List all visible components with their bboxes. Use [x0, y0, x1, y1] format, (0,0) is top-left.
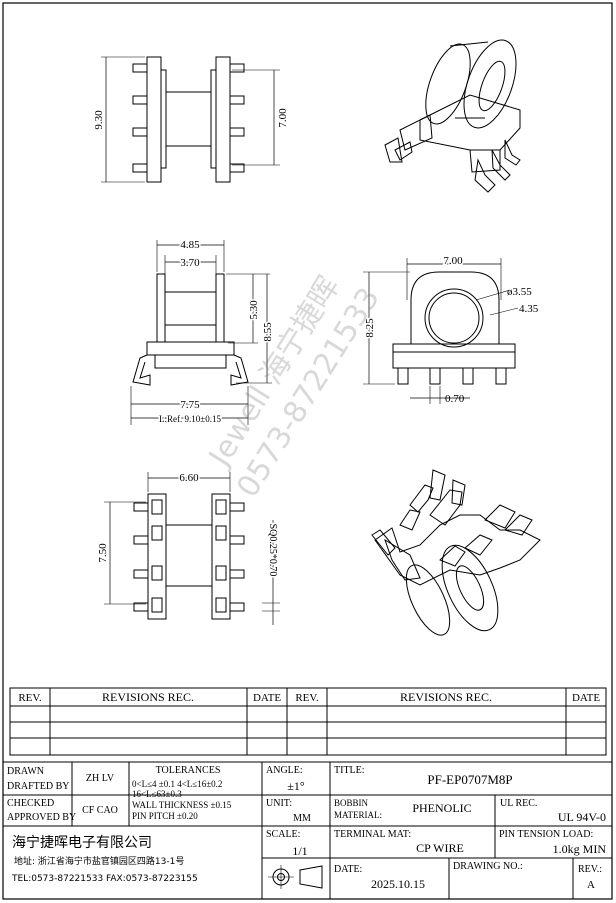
watermark: Jewell 海宁捷晖 0573-87221533 [201, 270, 387, 503]
company-name: 海宁捷晖电子有限公司 [12, 834, 152, 851]
front-view [130, 240, 272, 425]
bobbin-label: BOBBIN [334, 798, 369, 808]
rev-right-rev: REV. [295, 692, 319, 704]
pin-tension-value: 1.0kg MIN [553, 842, 607, 856]
title-label: TITLE: [334, 765, 365, 776]
dim-side-height: 8.25 [364, 318, 376, 338]
drafted-label: DRAFTED BY [7, 781, 70, 792]
title-block [2, 761, 613, 900]
dim-front-ref: L:Ref. 9.10±0.15 [159, 414, 221, 424]
rev-right-date: DATE [572, 692, 600, 704]
dim-bottom-width: 6.60 [179, 472, 199, 484]
isometric-view-bottom [371, 469, 541, 636]
revisions-table [9, 687, 607, 756]
dim-side-pin: 0.70 [445, 393, 465, 405]
scale-label: SCALE: [266, 829, 300, 840]
side-view [363, 258, 519, 404]
dim-front-inner: 3.70 [180, 257, 200, 269]
rev-label: REV.: [578, 864, 602, 875]
dim-front-mid: 5.30 [248, 300, 260, 320]
drafted-by: ZH LV [86, 773, 115, 784]
top-view [101, 56, 280, 183]
date-label: DATE: [334, 864, 362, 875]
scale-value: 1/1 [292, 844, 307, 858]
title-value: PF-EP0707M8P [427, 772, 512, 787]
terminal-value: CP WIRE [416, 841, 464, 855]
unit-value: MM [293, 813, 311, 824]
tolerances-label: TOLERANCES [156, 765, 221, 776]
rev-left-date: DATE [253, 692, 281, 704]
tolerance-line-1: 0<L≤4 ±0.1 4<L≤16±0.2 [132, 779, 222, 789]
terminal-label: TERMINAL MAT: [334, 829, 411, 840]
rev-right-rec: REVISIONS REC. [400, 690, 492, 704]
rev-value: A [587, 879, 595, 891]
drawn-label: DRAWN [7, 766, 44, 777]
dim-front-tall: 8.55 [262, 322, 274, 342]
angle-label: ANGLE: [266, 765, 303, 776]
dim-top-inner: 7.00 [277, 108, 289, 128]
rev-left-rec: REVISIONS REC. [102, 690, 194, 704]
material-value: PHENOLIC [412, 801, 471, 815]
dim-side-flange: 4.35 [519, 303, 539, 315]
dim-front-pitch: 7.75 [180, 399, 200, 411]
bottom-view [104, 472, 280, 625]
drawing-no-label: DRAWING NO.: [453, 861, 523, 872]
dim-top-height: 9.30 [93, 110, 105, 130]
dim-bottom-height: 7.50 [97, 543, 109, 563]
tolerance-line-3: WALL THICKNESS ±0.15 [132, 800, 232, 810]
isometric-view-top [384, 39, 521, 193]
dim-side-hole: ø3.55 [507, 286, 532, 298]
pin-tension-label: PIN TENSION LOAD: [499, 829, 593, 840]
material-label: MATERIAL: [334, 810, 382, 820]
date-value: 2025.10.15 [371, 877, 425, 891]
checked-label: CHECKED [7, 798, 54, 809]
dim-bottom-pin: SQ0.25*0.70 [267, 524, 278, 577]
ul-label: UL REC. [500, 798, 537, 809]
dim-side-width: 7.00 [443, 255, 463, 267]
unit-label: UNIT: [266, 798, 292, 809]
angle-value: ±1° [287, 779, 305, 793]
rev-left-rev: REV. [18, 692, 42, 704]
tolerance-line-4: PIN PITCH ±0.20 [132, 811, 198, 821]
tolerance-line-2: 16<L≤63±0.3 [132, 789, 182, 799]
ul-value: UL 94V-0 [558, 810, 606, 824]
approved-label: APPROVED BY [7, 812, 76, 823]
dim-front-width: 4.85 [180, 239, 200, 251]
company-contact: TEL:0573-87221533 FAX:0573-87223155 [11, 874, 198, 884]
approved-by: CF CAO [82, 805, 118, 816]
company-address: 地址: 浙江省海宁市盐官镇园区四路13-1号 [14, 855, 184, 867]
